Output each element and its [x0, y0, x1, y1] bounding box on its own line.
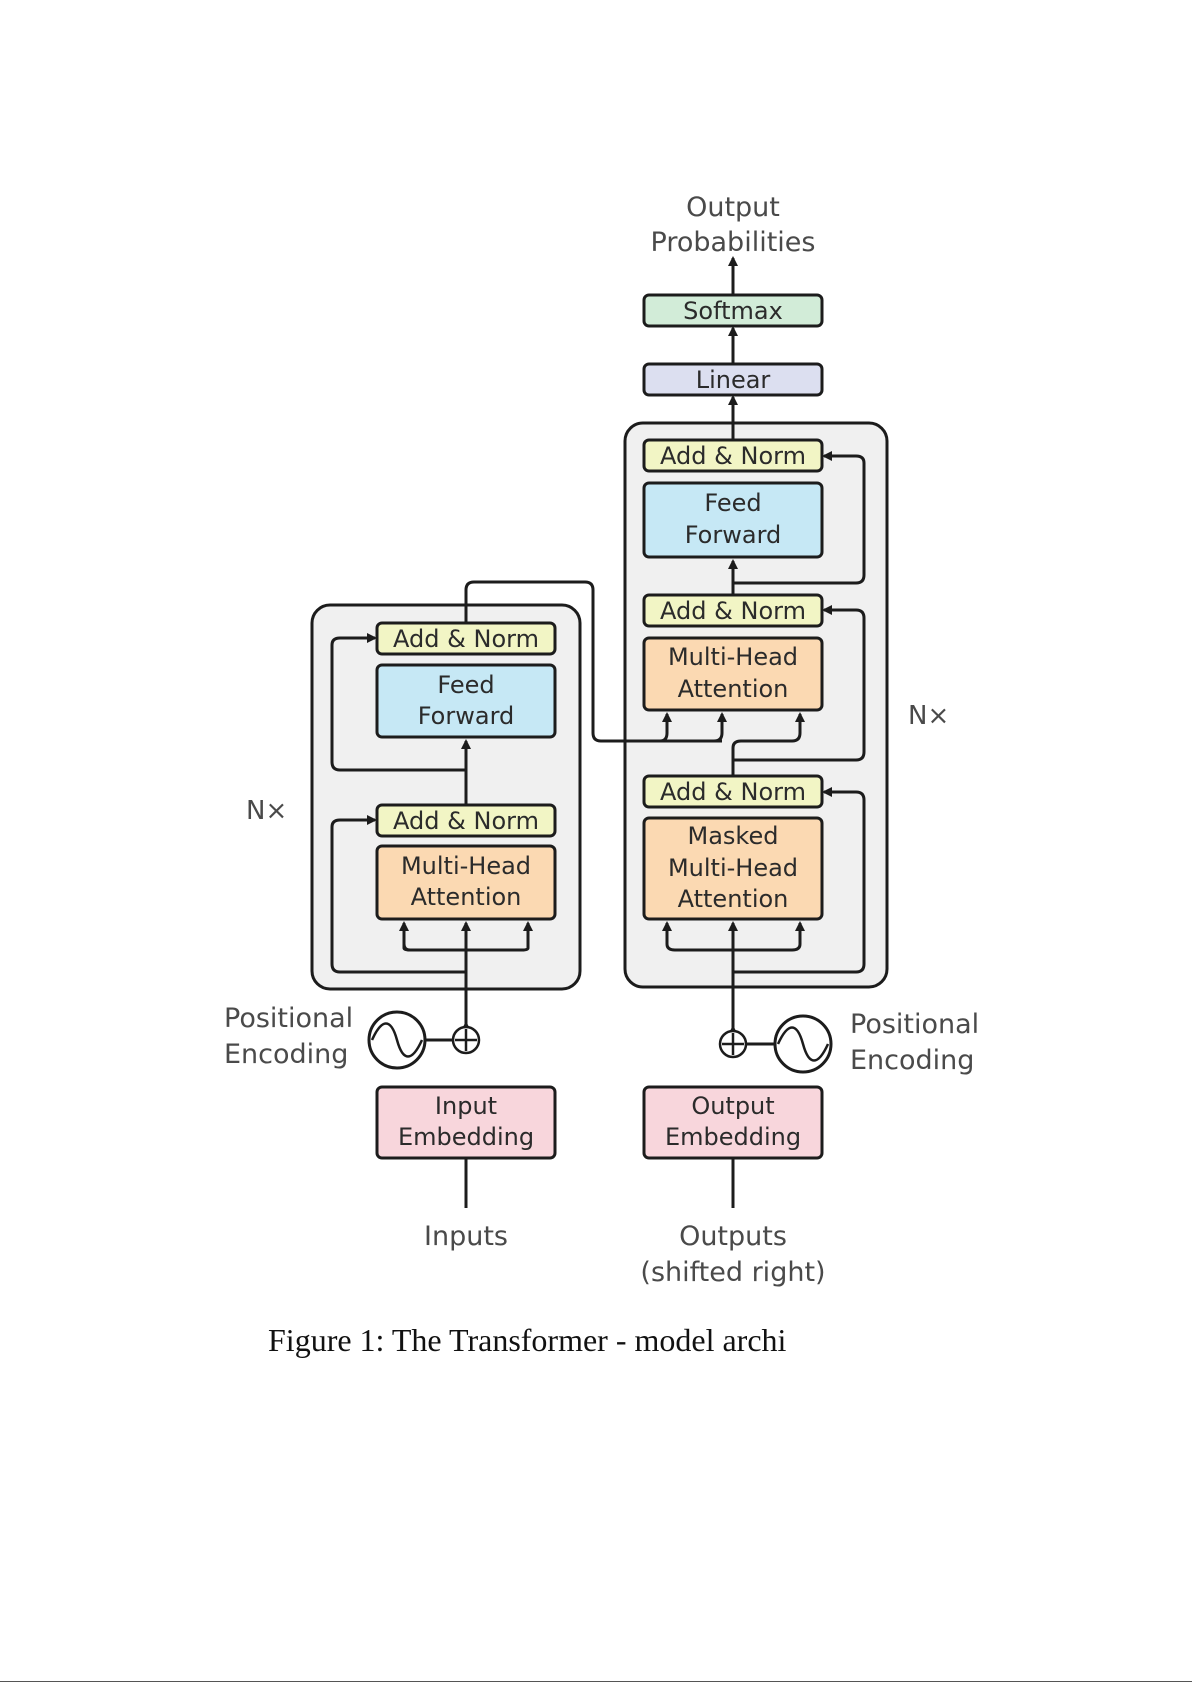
decoder-add-norm-bottom-label: Add & Norm	[660, 778, 806, 806]
decoder-residual-2	[733, 605, 866, 762]
encoder-attention-line2: Attention	[411, 883, 522, 911]
decoder-masked-attention: Masked Multi-Head Attention	[642, 816, 824, 921]
decoder-cross-attn-arrow-3	[731, 712, 805, 780]
softmax-box: Softmax	[642, 293, 824, 328]
figure-caption: Figure 1: The Transformer - model archi	[268, 1322, 787, 1358]
encoder-positional-encoding	[367, 1010, 481, 1070]
encoder-attention-line1: Multi-Head	[401, 852, 531, 880]
linear-box: Linear	[642, 362, 824, 397]
output-embedding-line1: Output	[691, 1092, 774, 1120]
decoder-feed-forward-line1: Feed	[704, 489, 761, 517]
output-embedding-line2: Embedding	[665, 1123, 801, 1151]
encoder-positional-encoding-line2: Encoding	[224, 1039, 348, 1070]
encoder-feed-forward-line2: Forward	[418, 702, 515, 730]
decoder-masked-attention-line1: Masked	[688, 822, 779, 850]
encoder-repeat-label: N×	[246, 796, 287, 826]
outputs-label-line1: Outputs	[679, 1221, 787, 1252]
inputs-label: Inputs	[424, 1221, 508, 1252]
encoder-attn-fork-left	[399, 921, 466, 952]
linear-label: Linear	[696, 366, 771, 394]
decoder-add-norm-middle: Add & Norm	[642, 593, 824, 628]
decoder-residual-3	[733, 451, 866, 585]
encoder-multi-head-attention: Multi-Head Attention	[375, 844, 557, 921]
encoder-add-norm-top-label: Add & Norm	[393, 625, 539, 653]
output-probabilities-line1: Output	[686, 192, 780, 223]
encoder-positional-encoding-line1: Positional	[224, 1003, 353, 1034]
decoder-cross-attention-line2: Attention	[678, 675, 789, 703]
decoder-masked-attention-line2: Multi-Head	[668, 854, 798, 882]
decoder-residual-1	[733, 787, 866, 974]
encoder-to-decoder-line	[464, 580, 722, 743]
encoder-feed-forward: Feed Forward	[375, 663, 557, 739]
outputs-label-line2: (shifted right)	[640, 1257, 825, 1288]
decoder-masked-fork-left	[662, 921, 733, 952]
encoder-add-norm-top: Add & Norm	[375, 621, 557, 656]
page-bottom-rule	[0, 1681, 1192, 1682]
decoder-add-norm-bottom: Add & Norm	[642, 774, 824, 809]
output-probabilities-line2: Probabilities	[651, 227, 816, 258]
decoder-repeat-label: N×	[908, 701, 949, 731]
decoder-cross-attention-line1: Multi-Head	[668, 643, 798, 671]
decoder-feed-forward: Feed Forward	[642, 481, 824, 559]
encoder-add-norm-bottom-label: Add & Norm	[393, 807, 539, 835]
decoder-add-norm-top: Add & Norm	[642, 438, 824, 473]
decoder-positional-encoding	[718, 1014, 833, 1074]
decoder-cross-attention: Multi-Head Attention	[642, 636, 824, 712]
softmax-label: Softmax	[683, 297, 783, 325]
decoder-feed-forward-line2: Forward	[685, 521, 782, 549]
encoder-feed-forward-line1: Feed	[437, 671, 494, 699]
encoder-residual-1	[330, 815, 466, 974]
input-embedding-line1: Input	[435, 1092, 497, 1120]
decoder-add-norm-middle-label: Add & Norm	[660, 597, 806, 625]
output-embedding-box: Output Embedding	[642, 1085, 824, 1160]
decoder-cross-attn-arrow-2	[713, 712, 727, 743]
decoder-positional-encoding-line2: Encoding	[850, 1045, 974, 1076]
decoder-masked-fork-right	[733, 921, 805, 952]
input-embedding-line2: Embedding	[398, 1123, 534, 1151]
decoder-positional-encoding-line1: Positional	[850, 1009, 979, 1040]
encoder-add-norm-bottom: Add & Norm	[375, 803, 557, 838]
decoder-cross-attn-arrow-1	[659, 712, 672, 743]
decoder-masked-attention-line3: Attention	[678, 885, 789, 913]
encoder-residual-2	[330, 633, 466, 772]
input-embedding-box: Input Embedding	[375, 1085, 557, 1160]
encoder-block	[310, 603, 582, 991]
decoder-add-norm-top-label: Add & Norm	[660, 442, 806, 470]
